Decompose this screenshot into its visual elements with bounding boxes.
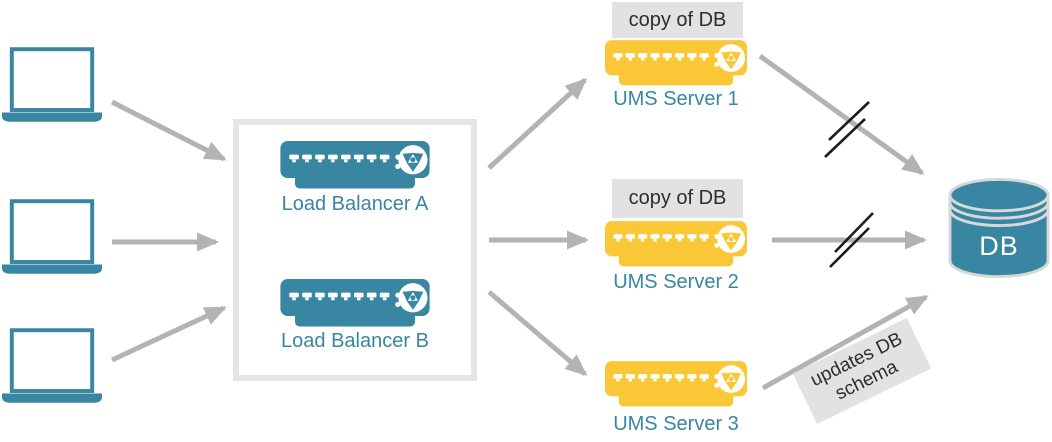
arrow-ums3-to-db	[761, 294, 929, 391]
database-cylinder	[947, 176, 1051, 280]
ums-server-3	[605, 361, 747, 407]
arrow-loadbalancers-to-ums3	[487, 290, 588, 376]
load-balancer-a-label: Load Balancer A	[281, 193, 429, 215]
slash-mark-ums2-db-1	[834, 212, 874, 253]
load-balancer-b	[280, 279, 430, 327]
arrow-ums1-to-db	[758, 53, 925, 176]
ums-server-2-label: UMS Server 2	[613, 271, 739, 293]
copy-of-db-badge-2: copy of DB	[612, 179, 743, 218]
arrow-loadbalancers-to-ums1	[487, 77, 588, 170]
ums-server-icon	[605, 221, 747, 267]
load-balancer-icon	[280, 141, 430, 189]
database-label: DB	[979, 231, 1019, 261]
client-laptop-2	[2, 199, 102, 275]
arrow-client3-to-loadbalancers	[110, 305, 227, 363]
ums-server-3-label: UMS Server 3	[613, 413, 739, 435]
load-balancer-b-label: Load Balancer B	[281, 330, 429, 352]
load-balancer-icon	[280, 279, 430, 327]
client-laptop-3	[2, 328, 102, 404]
ums-server-1	[605, 40, 747, 86]
ums-server-icon	[605, 40, 747, 86]
laptop-icon	[2, 47, 102, 123]
slash-mark-ums2-db-2	[829, 227, 870, 268]
load-balancer-a	[280, 141, 430, 189]
arrow-client1-to-loadbalancers	[110, 99, 227, 162]
ums-server-2	[605, 221, 747, 267]
slash-mark-ums1-db-2	[824, 118, 866, 158]
load-balancer-group-box	[233, 119, 477, 381]
laptop-icon	[2, 328, 102, 404]
copy-of-db-badge-1: copy of DB	[612, 2, 743, 38]
ums-server-1-label: UMS Server 1	[613, 88, 739, 110]
database-icon	[947, 176, 1051, 280]
client-laptop-1	[2, 47, 102, 123]
ums-server-icon	[605, 361, 747, 407]
laptop-icon	[2, 199, 102, 275]
slash-mark-ums1-db-1	[828, 101, 870, 141]
